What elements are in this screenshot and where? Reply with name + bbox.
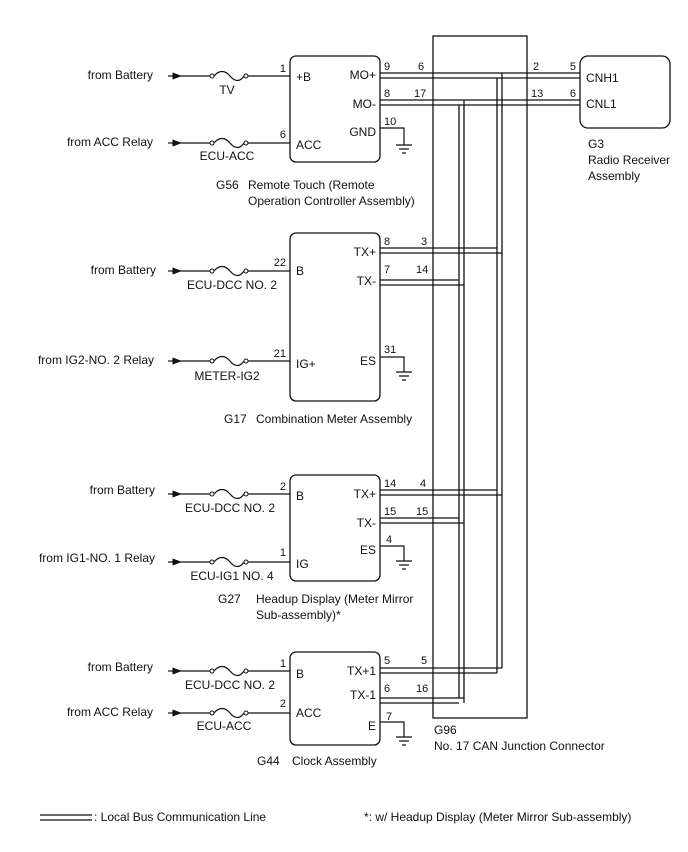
source-label: from Battery <box>91 263 156 277</box>
pin-label-tx-plus: TX+ <box>354 245 376 259</box>
fuse-label: TV <box>219 83 234 97</box>
pin-label-gnd: GND <box>349 125 376 139</box>
pin-label-es: ES <box>360 543 376 557</box>
g44-clock-assembly: B ACC TX+1 TX-1 E 1 2 5 6 7 G44 Clock As… <box>67 651 412 768</box>
bus-lines <box>380 72 580 704</box>
pin-num-es: 4 <box>386 534 392 546</box>
can-junction-connector <box>432 35 528 719</box>
component-code: G27 <box>218 592 241 606</box>
pin-label-cnl1: CNL1 <box>586 97 617 111</box>
g17-combination-meter: B IG+ TX+ TX- ES 22 21 8 7 31 G17 Combin… <box>38 232 412 426</box>
pin-num-tx-minus: 15 <box>384 506 396 518</box>
pin-num-es: 31 <box>384 344 396 356</box>
pin-num-tx-plus: 8 <box>384 236 390 248</box>
g96-pin: 2 <box>533 61 539 73</box>
source-label: from Battery <box>88 660 153 674</box>
pin-label-tx-minus: TX- <box>357 516 376 530</box>
g96-pin: 6 <box>418 61 424 73</box>
component-name-line2: Operation Controller Assembly) <box>248 194 415 208</box>
pin-label-b: B <box>296 489 304 503</box>
g3-radio-receiver: CNH1 CNL1 5 6 G3 Radio Receiver Assembly <box>570 55 671 183</box>
pin-num-gnd: 10 <box>384 116 396 128</box>
component-code: G44 <box>257 754 280 768</box>
fuse-label: METER-IG2 <box>194 369 260 383</box>
pin-label-mo-plus: MO+ <box>350 68 376 82</box>
pin-num-tx-minus: 6 <box>384 683 390 695</box>
fuse-label: ECU-IG1 NO. 4 <box>190 569 274 583</box>
pin-num-tx-plus: 14 <box>384 478 396 490</box>
pin-label-b: B <box>296 667 304 681</box>
g96-pin: 16 <box>416 683 428 695</box>
pin-num-e: 7 <box>386 711 392 723</box>
pin-label-b: B <box>296 264 304 278</box>
pin-label-es: ES <box>360 354 376 368</box>
component-name: No. 17 CAN Junction Connector <box>434 739 605 753</box>
fuse-label: ECU-DCC NO. 2 <box>185 678 275 692</box>
pin-num-ig: 1 <box>280 547 286 559</box>
component-name-line2: Sub-assembly)* <box>256 608 341 622</box>
source-label: from IG2-NO. 2 Relay <box>38 353 154 367</box>
g96-pin: 15 <box>416 506 428 518</box>
fuse-label: ECU-DCC NO. 2 <box>185 501 275 515</box>
pin-num-tx-minus: 7 <box>384 264 390 276</box>
source-label: from ACC Relay <box>67 705 153 719</box>
legend-footnote: *: w/ Headup Display (Meter Mirror Sub-a… <box>364 810 631 824</box>
pin-label-acc: ACC <box>296 138 322 152</box>
pin-num-ig: 21 <box>274 348 286 360</box>
g96-pin: 14 <box>416 264 428 276</box>
component-code: G96 <box>434 723 457 737</box>
g96-pin: 17 <box>414 88 426 100</box>
g96-pin: 3 <box>421 236 427 248</box>
source-label: from ACC Relay <box>67 135 153 149</box>
source-label: from Battery <box>88 68 153 82</box>
g56-remote-touch: +B ACC MO+ MO- GND 1 6 9 8 10 G56 Remote… <box>67 55 415 208</box>
pin-label-tx-plus: TX+ <box>354 487 376 501</box>
pin-label-ig: IG+ <box>296 357 316 371</box>
pin-label-ig: IG <box>296 557 309 571</box>
fuse-label: ECU-ACC <box>200 149 255 163</box>
g96-pin: 13 <box>531 88 543 100</box>
pin-label-cnh1: CNH1 <box>586 71 619 85</box>
component-name: Clock Assembly <box>292 754 377 768</box>
pin-label-mo-minus: MO- <box>353 97 376 111</box>
pin-label-acc: ACC <box>296 706 322 720</box>
g96-pin: 5 <box>421 655 427 667</box>
pin-label-e: E <box>368 719 376 733</box>
pin-label-b: +B <box>296 70 311 84</box>
fuse-label: ECU-DCC NO. 2 <box>187 278 277 292</box>
pin-num-tx-plus: 5 <box>384 655 390 667</box>
component-name-line1: Headup Display (Meter Mirror <box>256 592 413 606</box>
pin-label-tx-minus: TX-1 <box>350 688 376 702</box>
legend: : Local Bus Communication Line *: w/ Hea… <box>40 810 631 824</box>
component-name-line1: Remote Touch (Remote <box>248 178 375 192</box>
pin-num-acc: 2 <box>280 698 286 710</box>
pin-num-b: 1 <box>280 658 286 670</box>
pin-num-mo-plus: 9 <box>384 61 390 73</box>
g96-pin: 4 <box>420 478 426 490</box>
pin-label-tx-minus: TX- <box>357 274 376 288</box>
source-label: from IG1-NO. 1 Relay <box>39 551 155 565</box>
g27-headup-display: B IG TX+ TX- ES 2 1 14 15 4 G27 Headup D… <box>39 474 413 622</box>
pin-num-acc: 6 <box>280 129 286 141</box>
component-name-line2: Assembly <box>588 169 640 183</box>
component-name-line1: Radio Receiver <box>588 153 670 167</box>
pin-label-tx-plus: TX+1 <box>347 664 376 678</box>
pin-num-b: 2 <box>280 481 286 493</box>
source-label: from Battery <box>90 483 155 497</box>
pin-num-b: 1 <box>280 63 286 75</box>
fuse-label: ECU-ACC <box>197 719 252 733</box>
pin-num-cnh1: 5 <box>570 61 576 73</box>
pin-num-b: 22 <box>274 257 286 269</box>
component-code: G3 <box>588 137 604 151</box>
component-name: Combination Meter Assembly <box>256 412 412 426</box>
component-code: G17 <box>224 412 247 426</box>
legend-bus-line: : Local Bus Communication Line <box>94 810 266 824</box>
pin-num-cnl1: 6 <box>570 88 576 100</box>
g96-pin-numbers: 6 17 2 13 3 14 4 15 5 16 G96 No. 17 CAN … <box>414 61 605 753</box>
component-code: G56 <box>216 178 239 192</box>
pin-num-mo-minus: 8 <box>384 88 390 100</box>
